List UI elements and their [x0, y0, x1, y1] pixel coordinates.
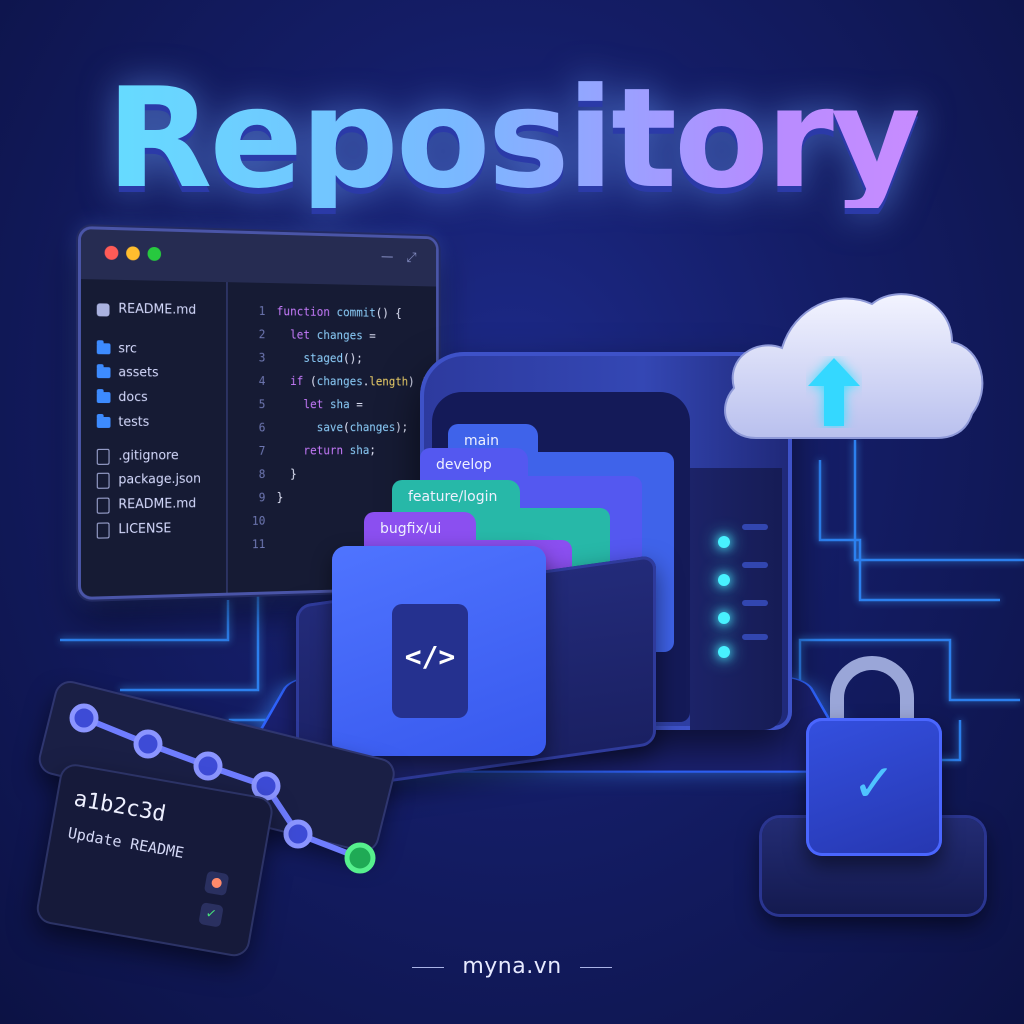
vent-slot [742, 600, 768, 606]
code-line: } [277, 467, 297, 481]
vent-slot [742, 524, 768, 530]
commit-message: Update README [67, 824, 186, 862]
expand-icon[interactable]: ⤢ [407, 250, 417, 265]
file-tree-item[interactable]: package.json [118, 472, 201, 488]
line-number: 1 [247, 304, 266, 318]
code-line: if (changes.length) { [277, 374, 428, 388]
file-icon [97, 449, 110, 465]
file-tree-item[interactable]: LICENSE [118, 521, 171, 537]
status-led [718, 612, 730, 624]
maximize-dot-icon[interactable] [148, 247, 162, 261]
upload-arrow-icon [806, 356, 862, 428]
line-number: 3 [247, 351, 266, 365]
server-side-panel [690, 468, 782, 730]
file-tree: README.md src assets docs tests .gitigno… [81, 279, 228, 597]
editor-titlebar[interactable]: — ⤢ [81, 229, 436, 286]
padlock-icon: ✓ [806, 718, 942, 856]
branch-tab-develop[interactable]: develop [420, 448, 528, 482]
folder-icon [97, 392, 111, 403]
status-led [718, 574, 730, 586]
file-icon [97, 522, 110, 538]
line-number: 9 [247, 491, 266, 505]
vent-slot [742, 634, 768, 640]
file-icon [97, 498, 110, 514]
line-number: 4 [247, 374, 266, 388]
minimize-icon[interactable]: — [381, 249, 394, 265]
folder-icon [97, 417, 111, 428]
line-number: 6 [247, 421, 266, 435]
branch-tab-feature-login[interactable]: feature/login [392, 480, 520, 514]
close-dot-icon[interactable] [105, 246, 119, 260]
status-led [718, 646, 730, 658]
line-number: 11 [247, 537, 266, 551]
file-tree-item[interactable]: README.md [118, 302, 196, 318]
minimize-dot-icon[interactable] [126, 246, 140, 260]
line-number: 10 [247, 514, 266, 528]
folder-icon [97, 367, 111, 378]
page-title: Repository [0, 70, 1024, 208]
file-tree-item[interactable]: src [118, 341, 137, 356]
footer-brand: myna.vn [0, 954, 1024, 979]
code-file-icon: </> [392, 604, 468, 718]
commit-hash: a1b2c3d [72, 786, 168, 827]
author-icon: ● [204, 871, 229, 896]
code-line: save(changes); [277, 421, 409, 435]
code-line: let sha = [277, 397, 363, 411]
file-tree-item[interactable]: README.md [118, 496, 196, 512]
code-line: } [277, 490, 284, 504]
line-number: 5 [247, 397, 266, 411]
line-number: 8 [247, 467, 266, 481]
vent-slot [742, 562, 768, 568]
file-tree-item[interactable]: tests [118, 415, 149, 430]
verified-check-icon: ✓ [198, 902, 223, 927]
file-tree-item[interactable]: .gitignore [118, 448, 178, 463]
status-led [718, 536, 730, 548]
code-line: staged(); [277, 351, 363, 365]
file-icon [97, 473, 110, 489]
line-number: 2 [247, 327, 266, 341]
code-line: let changes = [277, 328, 376, 343]
file-tree-item[interactable]: docs [118, 390, 147, 405]
code-line: function commit() { [277, 304, 402, 319]
file-tree-item[interactable]: assets [118, 365, 158, 380]
code-line: return sha; [277, 444, 376, 458]
line-number: 7 [247, 444, 266, 458]
checkmark-icon: ✓ [806, 754, 942, 814]
readme-icon [97, 303, 110, 316]
folder-icon [97, 343, 111, 354]
branch-tab-bugfix-ui[interactable]: bugfix/ui [364, 512, 476, 546]
